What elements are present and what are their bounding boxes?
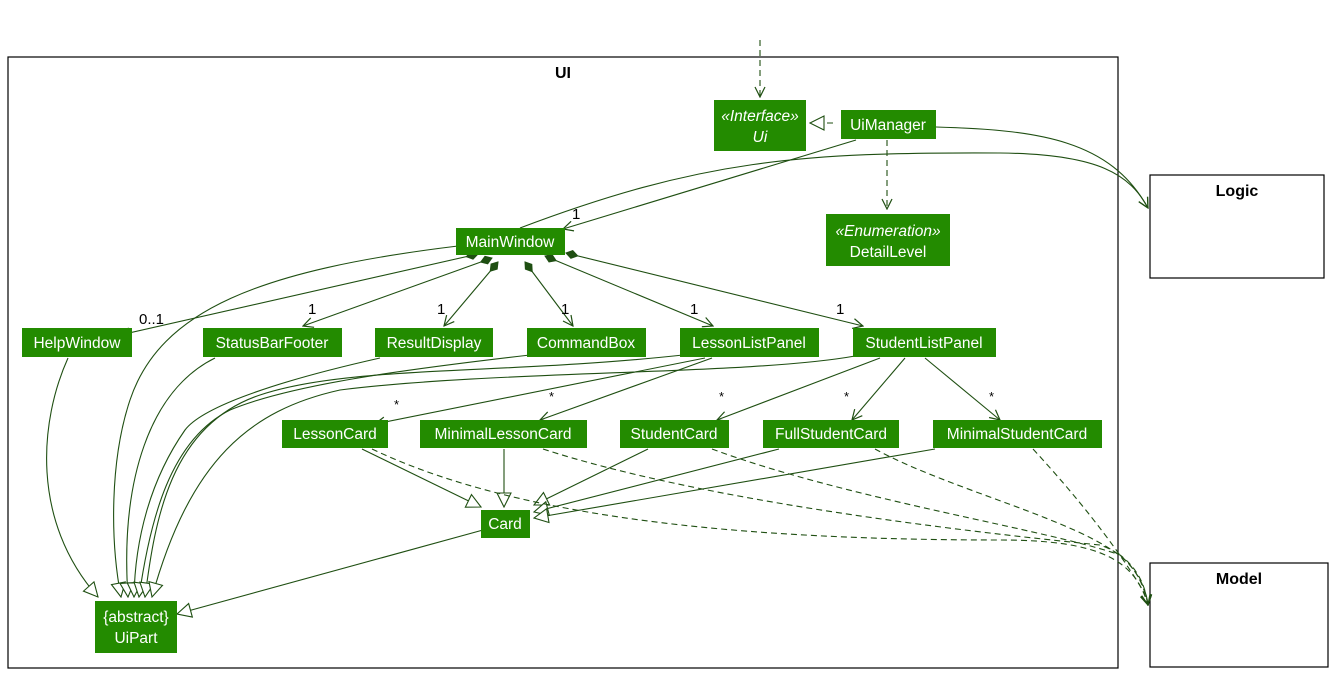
class-card: Card <box>481 510 530 538</box>
mult-help-window: 0..1 <box>139 311 164 328</box>
edge-mainwindow-uipart <box>114 245 459 597</box>
minimal-lesson-card-name: MinimalLessonCard <box>435 426 572 443</box>
class-lesson-card: LessonCard <box>282 420 388 448</box>
edge-uimanager-to-mainwindow <box>563 139 857 229</box>
class-minimal-student-card: MinimalStudentCard <box>933 420 1102 448</box>
edge-studentlistpanel-studentcard <box>717 357 881 420</box>
full-student-card-name: FullStudentCard <box>775 426 887 443</box>
result-display-name: ResultDisplay <box>387 335 482 352</box>
command-box-name: CommandBox <box>537 335 635 352</box>
class-help-window: HelpWindow <box>22 328 132 357</box>
main-window-name: MainWindow <box>466 234 556 251</box>
edge-mainwindow-resultdisplay <box>444 262 498 326</box>
class-minimal-lesson-card: MinimalLessonCard <box>420 420 587 448</box>
lesson-list-panel-name: LessonListPanel <box>692 335 806 352</box>
class-ui-interface: «Interface» Ui <box>714 100 806 151</box>
help-window-name: HelpWindow <box>33 335 121 352</box>
mult-lesson-list-panel: 1 <box>690 301 698 318</box>
ui-package-title: UI <box>555 65 571 82</box>
edge-helpwindow-uipart <box>46 357 98 597</box>
edge-fullstudentcard-model <box>874 448 1148 605</box>
edge-lessonlistpanel-uipart <box>145 354 684 597</box>
edge-card-uipart <box>177 529 484 614</box>
edge-lessonlistpanel-minimallessoncard <box>540 357 713 420</box>
ui-interface-name: Ui <box>753 129 768 146</box>
class-lesson-list-panel: LessonListPanel <box>680 328 819 357</box>
ui-manager-name: UiManager <box>850 117 926 134</box>
class-full-student-card: FullStudentCard <box>763 420 899 448</box>
edge-mainwindow-to-logic <box>519 152 1148 229</box>
class-command-box: CommandBox <box>527 328 646 357</box>
logic-package: Logic <box>1149 174 1325 279</box>
ui-part-stereotype: {abstract} <box>103 609 169 626</box>
multiplicity-labels: 1 0..1 1 1 1 1 1 * * * * * <box>139 206 994 412</box>
class-ui-manager: UiManager <box>841 110 936 139</box>
student-card-name: StudentCard <box>630 426 717 443</box>
mult-minimal-student-card: * <box>989 389 994 404</box>
status-bar-footer-name: StatusBarFooter <box>216 335 329 352</box>
model-package-title: Model <box>1216 571 1262 588</box>
mult-student-list-panel: 1 <box>836 301 844 318</box>
ui-part-name: UiPart <box>114 630 158 647</box>
class-detail-level: «Enumeration» DetailLevel <box>826 214 950 266</box>
edge-studentcard-card <box>534 448 649 505</box>
edge-commandbox-uipart <box>139 354 531 597</box>
detail-level-name: DetailLevel <box>850 244 927 261</box>
class-ui-part: {abstract} UiPart <box>95 601 177 653</box>
mult-command-box: 1 <box>561 301 569 318</box>
mult-result-display: 1 <box>437 301 445 318</box>
mult-minimal-lesson-card: * <box>549 389 554 404</box>
edge-minimalstudentcard-card <box>534 448 936 518</box>
student-list-panel-name: StudentListPanel <box>865 335 982 352</box>
mult-status-bar-footer: 1 <box>308 301 316 318</box>
edge-lessoncard-card <box>361 448 481 507</box>
mult-uimanager-mainwindow: 1 <box>572 206 580 223</box>
class-student-card: StudentCard <box>620 420 729 448</box>
class-status-bar-footer: StatusBarFooter <box>203 328 342 357</box>
detail-level-stereotype: «Enumeration» <box>835 223 941 240</box>
edges <box>46 40 1148 614</box>
edge-mainwindow-studentlistpanel <box>566 253 863 326</box>
class-result-display: ResultDisplay <box>375 328 493 357</box>
minimal-student-card-name: MinimalStudentCard <box>947 426 1087 443</box>
model-package: Model <box>1149 562 1329 668</box>
mult-full-student-card: * <box>844 389 849 404</box>
edge-minimalstudentcard-model <box>1032 448 1148 605</box>
edge-studentlistpanel-uipart <box>152 355 856 597</box>
mult-student-card: * <box>719 389 724 404</box>
edge-studentcard-model <box>711 448 1148 605</box>
edge-statusbarfooter-uipart <box>127 357 216 597</box>
class-student-list-panel: StudentListPanel <box>853 328 996 357</box>
edge-lessonlistpanel-lessoncard <box>375 357 706 424</box>
edge-studentlistpanel-fullstudentcard <box>852 357 906 420</box>
ui-package: UI <box>7 56 1119 669</box>
edge-resultdisplay-uipart <box>134 357 381 597</box>
ui-interface-stereotype: «Interface» <box>721 108 799 125</box>
lesson-card-name: LessonCard <box>293 426 377 443</box>
edge-lessoncard-model <box>371 448 1148 605</box>
edge-fullstudentcard-card <box>534 448 780 512</box>
edge-uimanager-to-logic <box>935 126 1148 208</box>
edge-studentlistpanel-minimalstudentcard <box>924 357 1000 420</box>
logic-package-title: Logic <box>1216 183 1259 200</box>
card-name: Card <box>488 516 522 533</box>
class-main-window: MainWindow <box>456 228 565 255</box>
mult-lesson-card: * <box>394 397 399 412</box>
